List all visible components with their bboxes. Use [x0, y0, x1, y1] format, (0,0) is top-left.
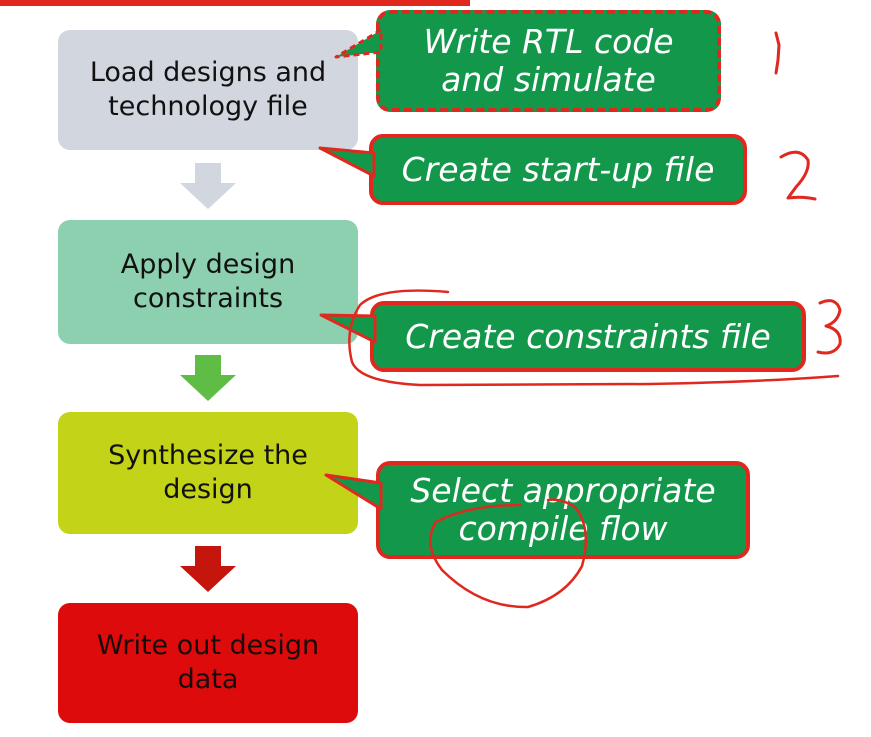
callout-pointer	[324, 473, 383, 511]
step-synthesize: Synthesize the design	[58, 412, 358, 534]
down-arrow-2	[180, 355, 236, 401]
step-label-line: Load designs and	[89, 57, 327, 89]
handwritten-number-2	[779, 150, 817, 201]
callout-text-line: Write RTL code	[423, 22, 674, 62]
handwritten-number-1	[774, 31, 781, 75]
step-apply-constraints: Apply design constraints	[58, 220, 358, 344]
callout-pointer	[318, 146, 376, 178]
down-arrow-1	[180, 163, 236, 209]
step-label: Load designs and technology file	[90, 56, 326, 124]
handwritten-circle-compile	[429, 498, 588, 609]
top-border-line	[0, 0, 470, 6]
step-label: Write out design data	[97, 629, 319, 697]
step-label-line: Write out design	[96, 630, 320, 662]
step-load-designs: Load designs and technology file	[58, 30, 358, 150]
callout-pointer	[334, 28, 383, 59]
step-label-line: Synthesize the	[108, 440, 308, 472]
callout-text-line: Create constraints file	[405, 316, 771, 356]
step-label-line: data	[177, 664, 239, 695]
step-label-line: constraints	[132, 283, 284, 314]
step-label: Apply design constraints	[121, 248, 295, 316]
down-arrow-3	[180, 546, 236, 592]
callout-pointer	[319, 313, 377, 344]
callout-text-line: Select appropriate	[410, 471, 716, 511]
step-label-line: Apply design	[120, 249, 296, 281]
callout-write-rtl: Write RTL code and simulate	[376, 10, 721, 112]
callout-text-line: compile flow	[458, 509, 668, 548]
callout-startup-file: Create start-up file	[369, 134, 747, 205]
handwritten-circle-constraints	[348, 289, 840, 387]
callout-compile-flow: Select appropriate compile flow	[376, 461, 750, 559]
step-label-line: technology file	[108, 91, 308, 122]
callout-text-line: Create start-up file	[401, 149, 715, 189]
handwritten-number-3	[816, 299, 842, 355]
step-label-line: design	[163, 474, 253, 505]
callout-constraints-file: Create constraints file	[370, 301, 806, 372]
step-label: Synthesize the design	[108, 439, 308, 507]
step-write-out: Write out design data	[58, 603, 358, 723]
callout-text-line: and simulate	[441, 60, 656, 99]
